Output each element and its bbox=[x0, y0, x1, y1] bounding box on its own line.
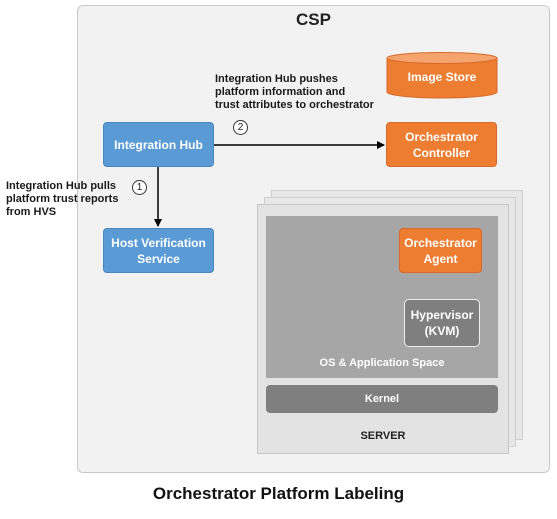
orchestrator-agent-line2: Agent bbox=[423, 251, 458, 266]
orchestrator-controller-box: Orchestrator Controller bbox=[386, 122, 497, 167]
diagram-caption: Orchestrator Platform Labeling bbox=[152, 484, 405, 503]
push-note-line1: Integration Hub pushes bbox=[215, 73, 338, 85]
host-verification-service-box: Host Verification Service bbox=[103, 228, 214, 273]
step-1-marker: 1 bbox=[132, 180, 147, 195]
push-note-line2: platform information and bbox=[215, 86, 346, 98]
pull-note-line2: platform trust reports bbox=[6, 193, 119, 205]
kernel-box: Kernel bbox=[266, 385, 498, 413]
orchestrator-controller-line1: Orchestrator bbox=[405, 129, 478, 144]
server-label: SERVER bbox=[360, 430, 406, 442]
push-note: Integration Hub pushes platform informat… bbox=[215, 73, 395, 112]
orchestrator-controller-line2: Controller bbox=[412, 145, 471, 160]
csp-title: CSP bbox=[296, 10, 331, 29]
orchestrator-agent-line1: Orchestrator bbox=[404, 235, 477, 250]
step-2-marker: 2 bbox=[233, 120, 248, 135]
hypervisor-line1: Hypervisor bbox=[410, 308, 474, 322]
host-verification-line1: Host Verification bbox=[111, 235, 206, 250]
kernel-label: Kernel bbox=[364, 393, 400, 405]
hypervisor-line2: (KVM) bbox=[424, 324, 460, 338]
pull-note-line3: from HVS bbox=[6, 206, 57, 218]
pull-note: Integration Hub pulls platform trust rep… bbox=[6, 180, 136, 219]
image-store-cylinder bbox=[386, 52, 498, 99]
os-space-label: OS & Application Space bbox=[319, 357, 445, 369]
integration-hub-label: Integration Hub bbox=[114, 137, 203, 152]
image-store-label: Image Store bbox=[407, 70, 477, 84]
orchestrator-agent-box: Orchestrator Agent bbox=[399, 228, 482, 273]
pull-note-line1: Integration Hub pulls bbox=[6, 180, 116, 192]
push-note-line3: trust attributes to orchestrator bbox=[215, 99, 374, 111]
integration-hub-box: Integration Hub bbox=[103, 122, 214, 167]
host-verification-line2: Service bbox=[137, 251, 180, 266]
hypervisor-box: Hypervisor (KVM) bbox=[404, 299, 480, 347]
